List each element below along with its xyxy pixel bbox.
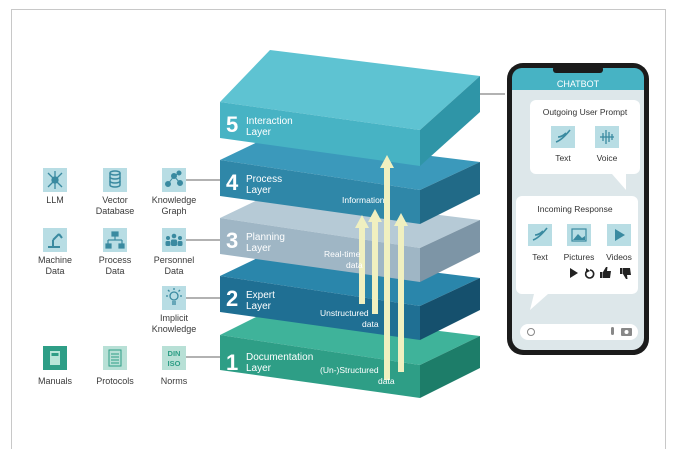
implicit-knowledge-label: Implicit [160, 313, 189, 323]
layer-4-flow: Information [342, 195, 385, 205]
layer-3-flow-2: data [346, 260, 363, 270]
machine-data-label: Machine [38, 255, 72, 265]
layer-5 [220, 50, 480, 166]
chatbot-header: CHATBOT [557, 79, 600, 89]
vector-database-label-2: Database [96, 206, 135, 216]
layer-3 [220, 194, 480, 282]
incoming-response-bubble: Incoming Response Text Pictures Videos [516, 196, 638, 310]
implicit-knowledge-label-2: Knowledge [152, 324, 197, 334]
outgoing-title: Outgoing User Prompt [543, 107, 628, 117]
layer-2-number: 2 [226, 286, 238, 311]
knowledge-graph-source: Knowledge Graph [152, 168, 197, 216]
machine-data-source: Machine Data [38, 228, 72, 276]
layer-2-name-2: Layer [246, 301, 272, 312]
thumbs-down-icon [620, 268, 631, 279]
process-data-label: Process [99, 255, 132, 265]
diagram-frame [11, 9, 666, 449]
layer-4 [220, 136, 480, 224]
implicit-knowledge-source: Implicit Knowledge [152, 286, 197, 334]
layer-3-flow: Real-time [324, 249, 361, 259]
connector-lines [186, 93, 505, 358]
graph-icon [165, 170, 183, 187]
database-icon [109, 170, 121, 188]
layer-2 [220, 252, 480, 340]
layer-3-name: Planning [246, 232, 285, 243]
vector-database-source: Vector Database [96, 168, 135, 216]
incoming-pictures-label: Pictures [564, 252, 595, 262]
people-icon [165, 233, 183, 246]
document-icon [108, 349, 122, 367]
hierarchy-icon [105, 231, 125, 249]
protocols-label: Protocols [96, 376, 134, 386]
chatbot-phone: CHATBOT Outgoing User Prompt Text Voice … [507, 63, 649, 355]
layer-2-name: Expert [246, 290, 275, 301]
layer-3-number: 3 [226, 228, 238, 253]
norms-source: DIN ISO Norms [161, 346, 188, 386]
personnel-data-label-2: Data [164, 266, 183, 276]
llm-label: LLM [46, 195, 64, 205]
layer-1-flow-2: data [378, 376, 395, 386]
layer-2-flow: Unstructured [320, 308, 369, 318]
video-icon [615, 229, 625, 241]
play-icon [570, 268, 578, 278]
text-icon [555, 129, 571, 143]
layer-4-name-2: Layer [246, 185, 272, 196]
manuals-source: Manuals [38, 346, 73, 386]
incoming-videos-label: Videos [606, 252, 632, 262]
personnel-data-source: Personnel Data [154, 228, 195, 276]
layer-4-number: 4 [226, 170, 239, 195]
layer-1-flow: (Un-)Structured [320, 365, 379, 375]
manuals-label: Manuals [38, 376, 73, 386]
replay-icon [584, 269, 595, 279]
layer-1-number: 1 [226, 350, 238, 375]
incoming-text-label: Text [532, 252, 548, 262]
machine-data-label-2: Data [45, 266, 64, 276]
book-icon [50, 351, 60, 365]
layer-2-flow-2: data [362, 319, 379, 329]
layer-1-name: Documentation [246, 352, 313, 363]
llm-source: LLM [43, 168, 67, 205]
layer-5-name: Interaction [246, 116, 293, 127]
microphone-icon [611, 327, 614, 335]
knowledge-graph-label: Knowledge [152, 195, 197, 205]
text-response-icon [532, 227, 548, 241]
information-arrows [355, 155, 408, 380]
norms-label: Norms [161, 376, 188, 386]
process-data-source: Process Data [99, 228, 132, 276]
emoji-icon [527, 328, 535, 336]
lightbulb-icon [166, 288, 182, 305]
personnel-data-label: Personnel [154, 255, 195, 265]
incoming-title: Incoming Response [537, 204, 612, 214]
outgoing-text-label: Text [555, 153, 571, 163]
protocols-source: Protocols [96, 346, 134, 386]
process-data-label-2: Data [105, 266, 124, 276]
knowledge-graph-label-2: Graph [161, 206, 186, 216]
outgoing-voice-label: Voice [597, 153, 618, 163]
picture-icon [571, 228, 587, 242]
vector-database-label: Vector [102, 195, 128, 205]
layer-3-name-2: Layer [246, 243, 272, 254]
iso-icon-text: ISO [168, 359, 181, 368]
voice-icon [600, 130, 614, 144]
din-icon-text: DIN [168, 349, 181, 358]
chat-input-bar[interactable] [520, 324, 638, 340]
layer-1 [220, 310, 480, 398]
layer-5-name-2: Layer [246, 127, 272, 138]
layer-4-name: Process [246, 174, 282, 185]
layer-5-number: 5 [226, 112, 238, 137]
outgoing-prompt-bubble: Outgoing User Prompt Text Voice [530, 100, 640, 190]
robot-arm-icon [48, 233, 63, 248]
layer-1-name-2: Layer [246, 363, 272, 374]
thumbs-up-icon [600, 267, 611, 278]
network-icon [47, 171, 63, 189]
